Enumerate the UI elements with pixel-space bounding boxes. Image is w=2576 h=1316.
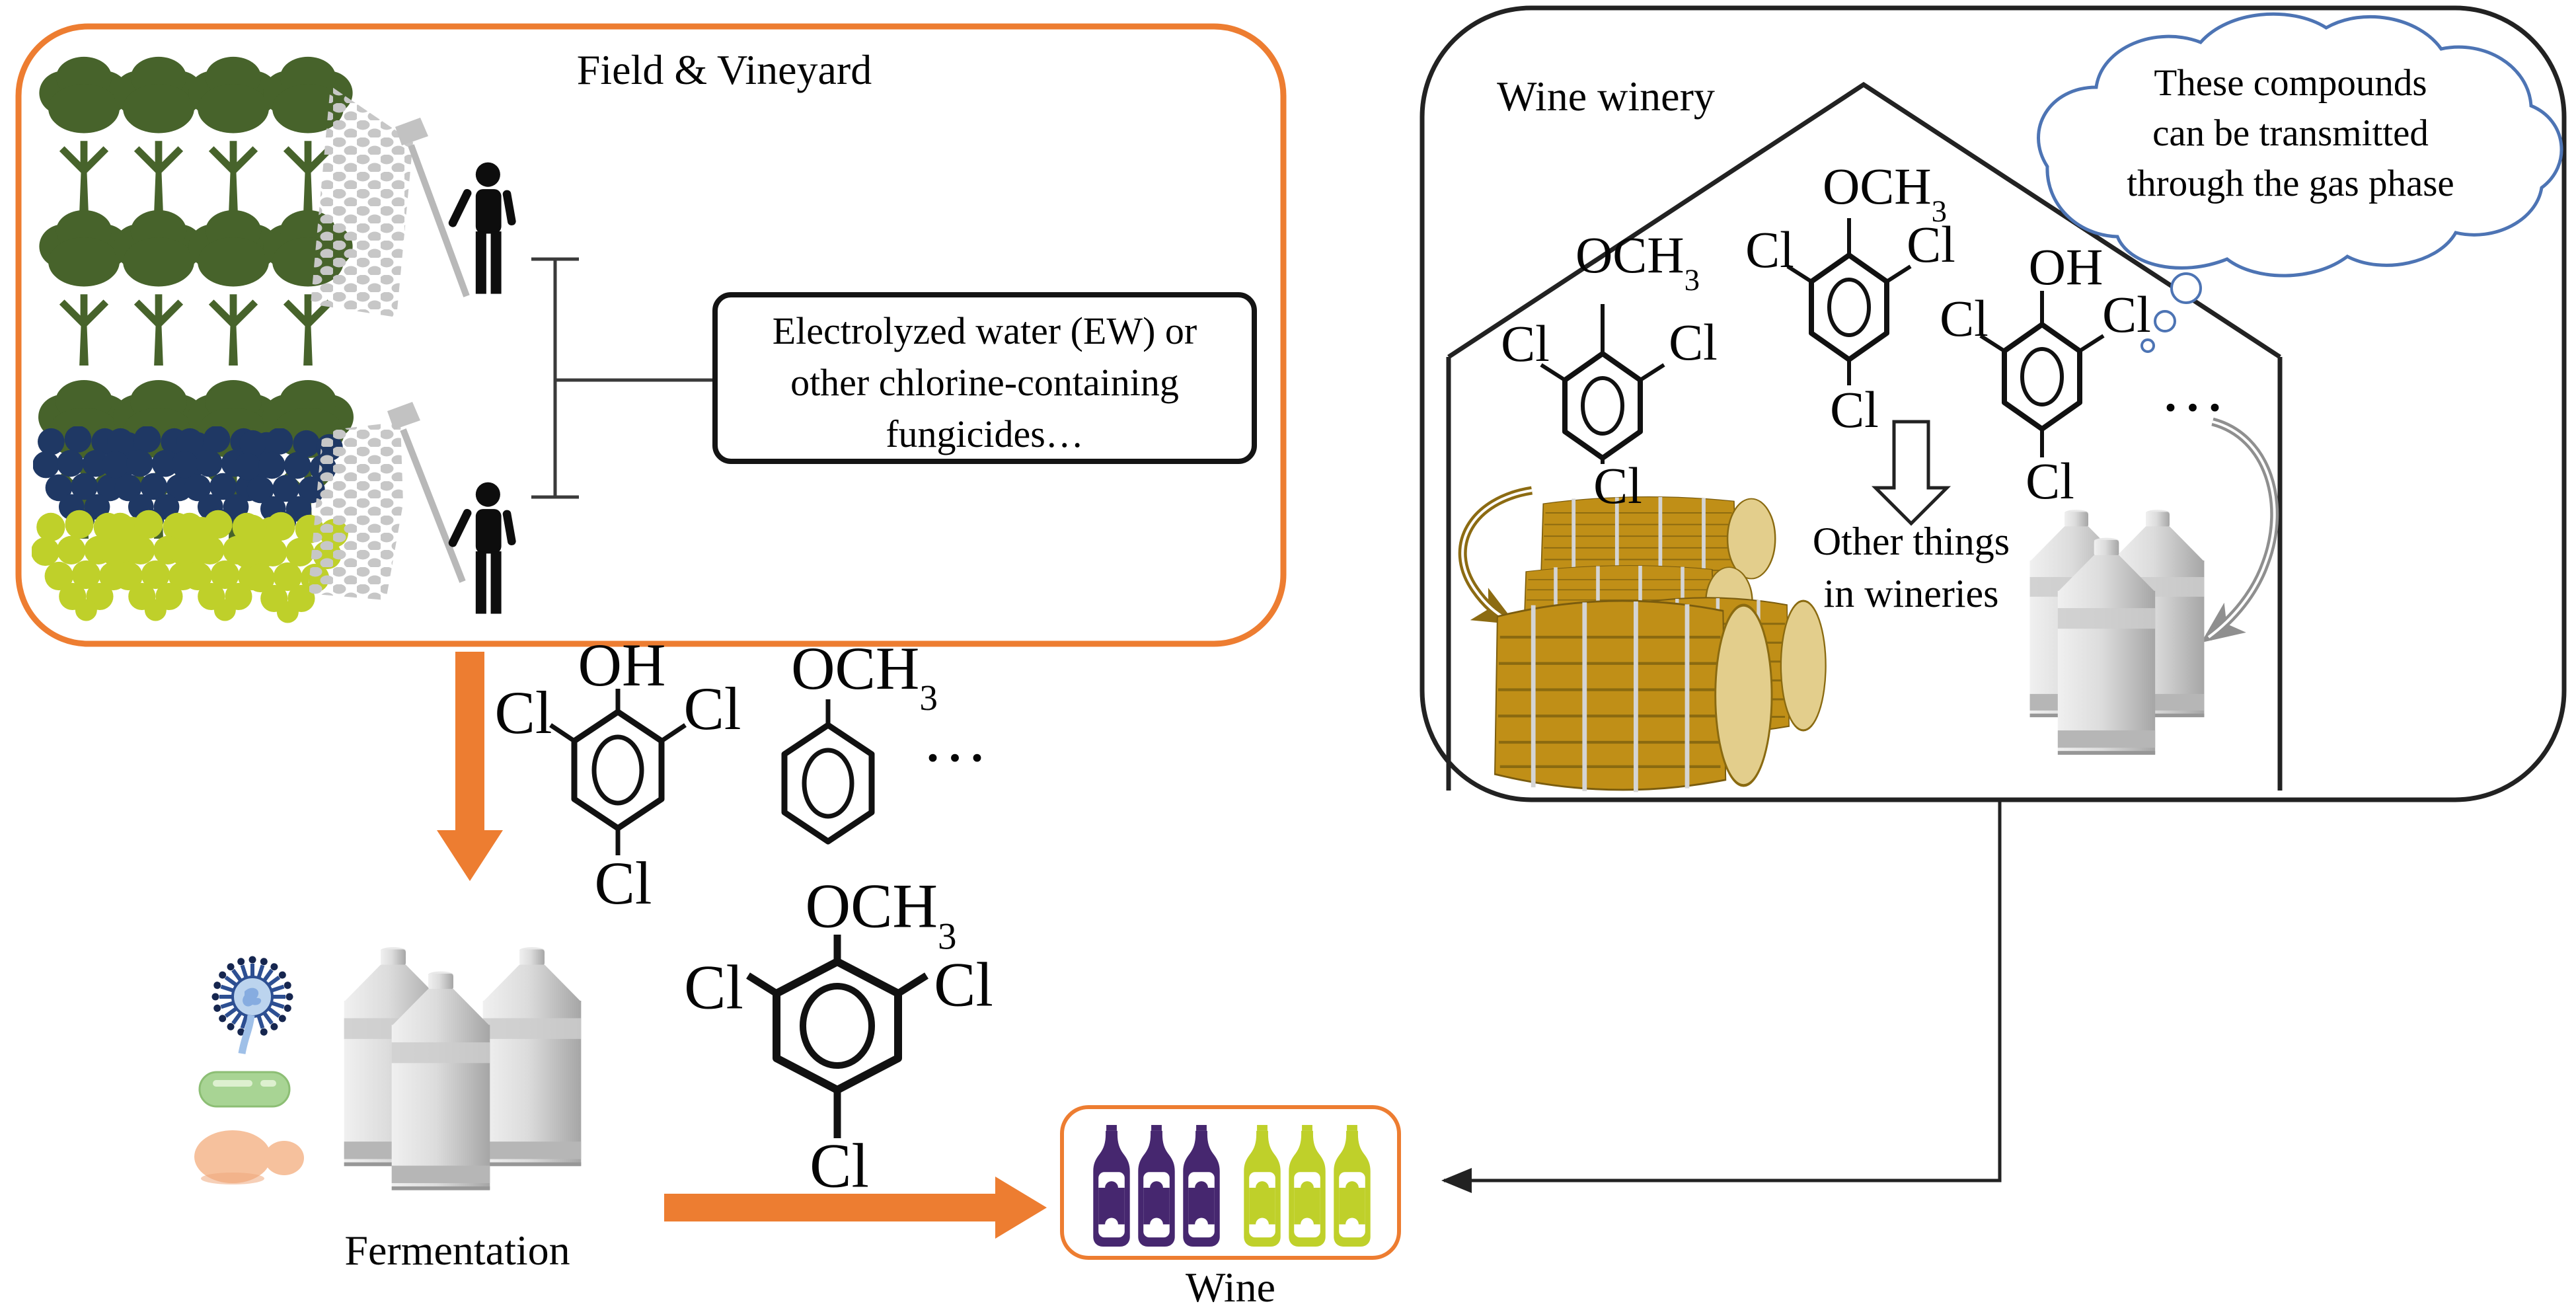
och3-label: OCH3 <box>805 874 956 955</box>
och3-label: OCH3 <box>791 635 938 716</box>
aromatic-circle <box>1581 376 1624 436</box>
fungicide-note-line: fungicides… <box>886 412 1084 455</box>
benzene-ring <box>781 722 875 845</box>
other-things-label: Other things in wineries <box>1713 516 2109 620</box>
cl-label: Cl <box>810 1130 869 1201</box>
cl-label: Cl <box>1593 457 1642 514</box>
aromatic-circle <box>800 983 875 1069</box>
spray-mist-icon <box>311 86 413 317</box>
subscript: 3 <box>1931 194 1948 229</box>
steel-tank-icon <box>482 947 582 1167</box>
benzene-ring <box>571 709 665 832</box>
spray-wand <box>400 428 466 583</box>
winery-house-outline <box>1446 81 2283 791</box>
mold-icon <box>212 956 293 1054</box>
thought-bubble <box>2140 338 2155 353</box>
down-arrow <box>437 652 503 881</box>
cl-label: Cl <box>2102 286 2151 343</box>
fungicide-note: Electrolyzed water (EW) or other chlorin… <box>720 305 1249 460</box>
cl-label: Cl <box>683 675 741 742</box>
cl-label: Cl <box>684 952 743 1023</box>
trichloroanisole-structure-winery-mid <box>1786 218 1912 385</box>
ellipsis-label: … <box>922 702 991 775</box>
och-text: OCH <box>1575 225 1685 284</box>
right-arrow <box>664 1177 1047 1239</box>
aromatic-circle <box>1827 278 1871 337</box>
yeast-icon <box>194 1130 304 1184</box>
cloud-line: through the gas phase <box>2127 163 2454 204</box>
trichlorophenol-structure-winery <box>1979 291 2105 457</box>
thought-bubble <box>2170 272 2202 304</box>
hollow-down-arrow <box>1871 420 1951 526</box>
spray-nozzle-icon <box>387 402 420 430</box>
cl-label: Cl <box>934 949 993 1020</box>
thought-cloud-text: These compounds can be transmitted throu… <box>2061 58 2520 209</box>
cl-label: Cl <box>1501 315 1550 372</box>
oak-barrel-icon <box>1495 601 1772 792</box>
trichloroanisole-structure-bottom <box>746 935 928 1138</box>
other-things-line: in wineries <box>1823 572 1999 615</box>
och3-label: OCH3 <box>1575 225 1700 295</box>
cl-label: Cl <box>1669 313 1718 371</box>
other-things-line: Other things <box>1812 520 2010 563</box>
benzene-ring <box>773 958 902 1094</box>
cl-label: Cl <box>1745 221 1794 278</box>
winery-to-wine-arrow <box>1441 801 2002 1193</box>
oh-label: OH <box>2028 238 2103 295</box>
cl-label: Cl <box>2026 452 2074 510</box>
cloud-line: These compounds <box>2154 62 2427 104</box>
trichloroanisole-structure-winery-left <box>1540 304 1665 464</box>
cl-label: Cl <box>1940 290 1989 347</box>
och-text: OCH <box>805 871 938 941</box>
curved-arrow-brown <box>1458 486 1533 625</box>
och3-label: OCH3 <box>1823 160 1947 227</box>
fermentation-label: Fermentation <box>344 1227 570 1274</box>
subscript: 3 <box>919 677 938 718</box>
spray-nozzle-icon <box>395 118 428 145</box>
thought-bubble <box>2154 310 2176 332</box>
oh-label: OH <box>578 631 666 699</box>
bond <box>1979 291 2105 457</box>
anisole-structure-mid <box>781 699 875 845</box>
aromatic-circle <box>802 748 854 819</box>
sprayer-top <box>311 86 517 317</box>
bracket-connector <box>531 257 715 499</box>
fungicide-note-line: Electrolyzed water (EW) or <box>772 309 1197 352</box>
bacterium-icon <box>198 1071 291 1108</box>
ellipsis-label: … <box>2160 352 2228 425</box>
winery-title: Wine winery <box>1497 73 1715 120</box>
cl-label: Cl <box>1907 215 1955 273</box>
spray-mist-icon <box>308 422 403 600</box>
fungicide-note-line: other chlorine-containing <box>790 361 1179 404</box>
cl-label: Cl <box>1830 381 1879 438</box>
bond <box>746 935 928 1138</box>
cloud-line: can be transmitted <box>2152 112 2429 154</box>
fungicide-note-box <box>712 292 1257 464</box>
trichlorophenol-structure-mid <box>549 689 687 855</box>
aromatic-circle <box>591 734 644 806</box>
cl-label: Cl <box>494 679 552 746</box>
och-text: OCH <box>1822 157 1932 215</box>
bond <box>1786 218 1912 385</box>
och-text: OCH <box>791 635 920 703</box>
bond <box>1540 304 1665 464</box>
bond <box>549 689 687 855</box>
wine-label: Wine <box>1185 1264 1276 1311</box>
field-vineyard-title: Field & Vineyard <box>576 46 872 93</box>
subscript: 3 <box>938 915 957 958</box>
aromatic-circle <box>2020 347 2064 406</box>
thought-cloud <box>2037 12 2563 353</box>
curved-arrow-gray <box>2201 417 2279 643</box>
cl-label: Cl <box>594 849 652 917</box>
subscript: 3 <box>1684 262 1700 297</box>
sprayer-bottom <box>308 402 517 614</box>
spray-wand <box>408 144 470 297</box>
fermentation-tanks <box>344 947 582 1190</box>
